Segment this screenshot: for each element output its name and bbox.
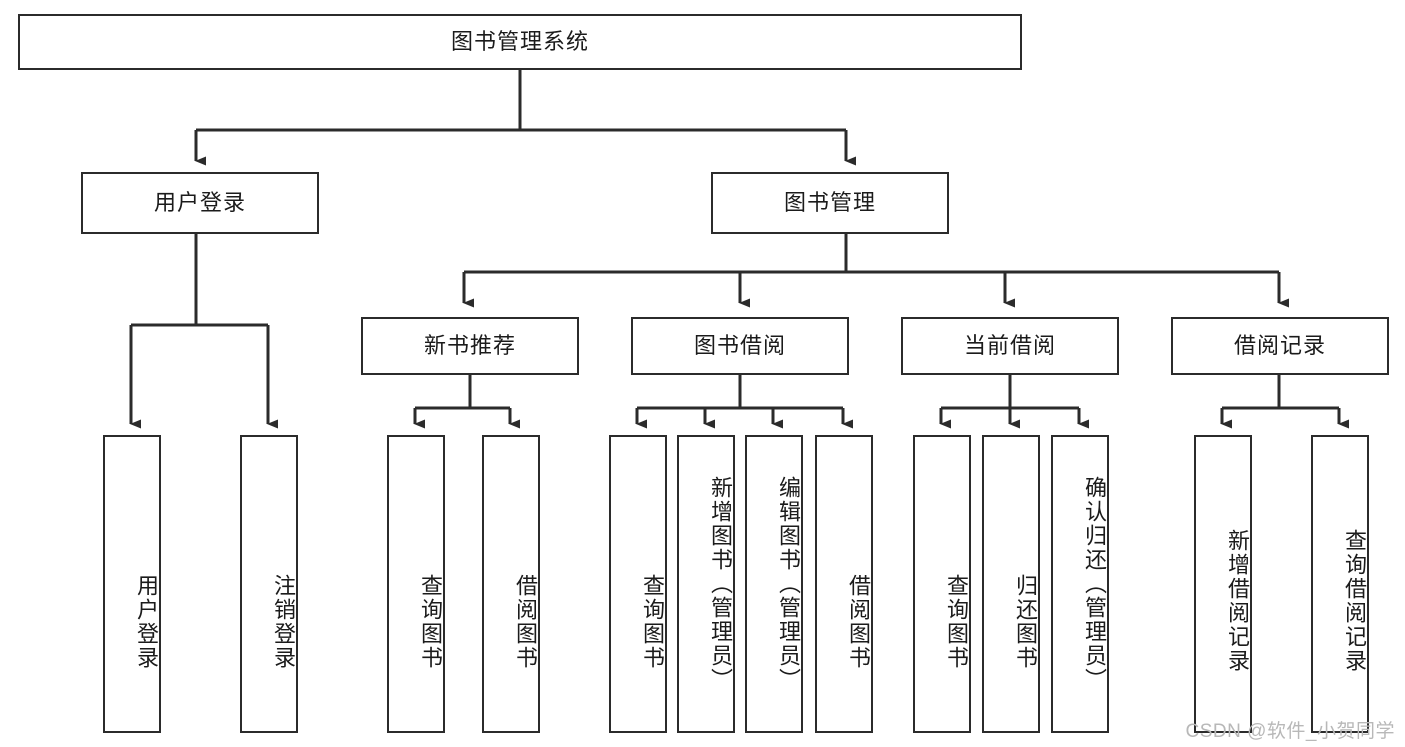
node-leaf-add-record-label: 新增借阅记录 — [1225, 529, 1250, 673]
node-leaf-add-book-label: 新增图书（管理员） — [708, 476, 733, 692]
node-root[interactable]: 图书管理系统 — [18, 14, 1022, 70]
node-leaf-confirm-return[interactable]: 确认归还（管理员） — [1051, 435, 1109, 733]
node-user-login-label: 用户登录 — [153, 189, 246, 215]
node-current-borrow-label: 当前借阅 — [963, 332, 1056, 358]
node-leaf-edit-book[interactable]: 编辑图书（管理员） — [745, 435, 803, 733]
node-book-manage-label: 图书管理 — [783, 189, 876, 215]
node-leaf-query-book-2[interactable]: 查询图书 — [609, 435, 667, 733]
node-book-borrow-label: 图书借阅 — [693, 332, 786, 358]
node-leaf-user-logout[interactable]: 注销登录 — [240, 435, 298, 733]
node-leaf-user-logout-label: 注销登录 — [271, 574, 296, 670]
node-leaf-user-login[interactable]: 用户登录 — [103, 435, 161, 733]
node-borrow-record[interactable]: 借阅记录 — [1171, 317, 1389, 375]
node-leaf-query-book-3-label: 查询图书 — [944, 574, 969, 670]
node-leaf-confirm-return-label: 确认归还（管理员） — [1082, 476, 1107, 692]
node-leaf-add-book[interactable]: 新增图书（管理员） — [677, 435, 735, 733]
node-leaf-return-book[interactable]: 归还图书 — [982, 435, 1040, 733]
node-book-borrow[interactable]: 图书借阅 — [631, 317, 849, 375]
node-leaf-borrow-book-2-label: 借阅图书 — [846, 574, 871, 670]
node-leaf-return-book-label: 归还图书 — [1013, 574, 1038, 670]
node-leaf-query-book-3[interactable]: 查询图书 — [913, 435, 971, 733]
node-leaf-user-login-label: 用户登录 — [134, 574, 159, 670]
node-root-label: 图书管理系统 — [450, 28, 589, 54]
node-leaf-borrow-book-2[interactable]: 借阅图书 — [815, 435, 873, 733]
node-new-book-recommend[interactable]: 新书推荐 — [361, 317, 579, 375]
node-current-borrow[interactable]: 当前借阅 — [901, 317, 1119, 375]
node-leaf-add-record[interactable]: 新增借阅记录 — [1194, 435, 1252, 733]
node-leaf-edit-book-label: 编辑图书（管理员） — [776, 476, 801, 692]
node-leaf-query-book-1[interactable]: 查询图书 — [387, 435, 445, 733]
node-leaf-borrow-book-1-label: 借阅图书 — [513, 574, 538, 670]
node-new-book-recommend-label: 新书推荐 — [423, 332, 516, 358]
node-leaf-query-record[interactable]: 查询借阅记录 — [1311, 435, 1369, 733]
node-book-manage[interactable]: 图书管理 — [711, 172, 949, 234]
csdn-watermark: CSDN @软件_小贺同学 — [1185, 721, 1395, 742]
node-borrow-record-label: 借阅记录 — [1233, 332, 1326, 358]
node-user-login[interactable]: 用户登录 — [81, 172, 319, 234]
node-leaf-borrow-book-1[interactable]: 借阅图书 — [482, 435, 540, 733]
node-leaf-query-book-2-label: 查询图书 — [640, 574, 665, 670]
node-leaf-query-record-label: 查询借阅记录 — [1342, 529, 1367, 673]
node-leaf-query-book-1-label: 查询图书 — [418, 574, 443, 670]
